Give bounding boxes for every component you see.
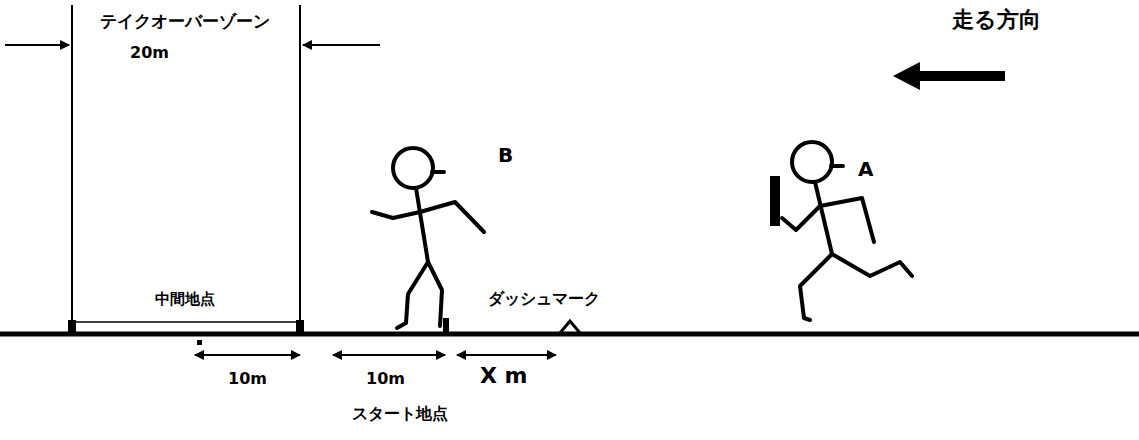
- dimension-arrow: [457, 354, 556, 356]
- dash-mark-label: ダッシュマーク: [488, 290, 600, 308]
- zone-length: 20m: [130, 44, 169, 62]
- dimension-label: X m: [480, 364, 528, 388]
- dimension-arrow: [195, 354, 300, 356]
- dimension-label: 10m: [228, 370, 267, 388]
- zone-boundary: [299, 5, 301, 334]
- dash-mark: [560, 321, 580, 333]
- runner-b: [372, 148, 484, 328]
- dimension-arrow: [303, 44, 380, 46]
- midpoint-label: 中間地点: [155, 291, 215, 308]
- dimension-arrow: [5, 44, 69, 46]
- dimension-label: 10m: [366, 370, 405, 388]
- runner-name: A: [858, 158, 873, 180]
- runner-a: [782, 142, 912, 320]
- ground-line: [0, 332, 1139, 337]
- zone-title: テイクオーバーゾーン: [100, 12, 270, 31]
- runner-name: B: [498, 144, 513, 166]
- zone-line: [72, 321, 300, 323]
- direction-arrow: [893, 62, 1005, 90]
- baton: [770, 176, 780, 226]
- start-label: スタート地点: [352, 405, 448, 423]
- zone-boundary: [71, 5, 73, 334]
- dimension-arrow: [333, 354, 445, 356]
- direction-label: 走る方向: [952, 8, 1041, 32]
